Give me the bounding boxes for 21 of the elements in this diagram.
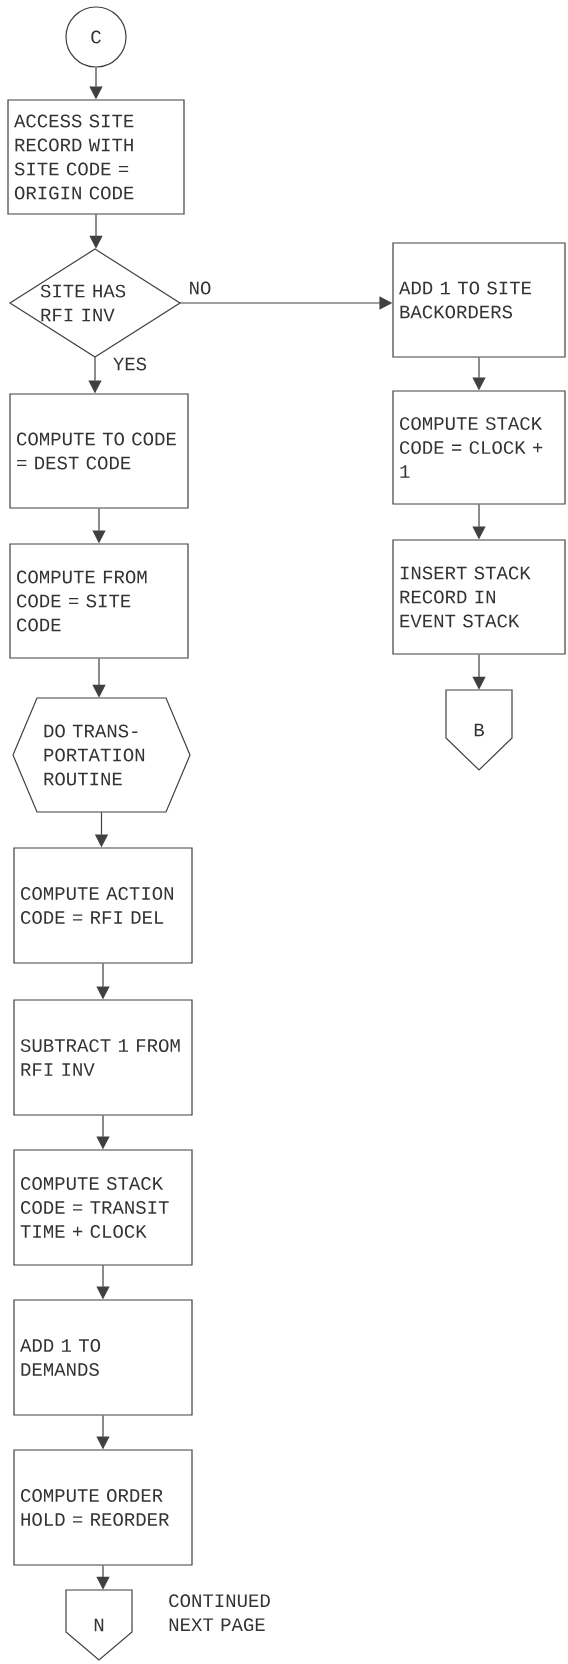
off-page-connector: B [445, 689, 513, 771]
process-box: COMPUTE STACK CODE = CLOCK + 1 [392, 390, 566, 505]
process-box: COMPUTE STACK CODE = TRANSIT TIME + CLOCK [13, 1149, 193, 1266]
process-box: COMPUTE ACTION CODE = RFI DEL [13, 847, 193, 964]
process-box: COMPUTE FROM CODE = SITE CODE [9, 543, 189, 659]
note-text: CONTINUED NEXT PAGE [169, 1594, 270, 1632]
process-box: ADD 1 TO SITE BACKORDERS [392, 242, 566, 358]
process-box: COMPUTE ORDER HOLD = REORDER [13, 1449, 193, 1566]
process-box: SUBTRACT 1 FROM RFI INV [13, 999, 193, 1116]
arrow [92, 658, 106, 698]
process-box: INSERT STACK RECORD IN EVENT STACK [392, 539, 566, 655]
process-box: COMPUTE TO CODE = DEST CODE [9, 393, 189, 509]
process-box: ACCESS SITE RECORD WITH SITE CODE = ORIGIN CODE [7, 99, 185, 215]
off-page-connector: N [65, 1589, 133, 1661]
arrow [96, 1565, 110, 1590]
edge-label: YES [111, 356, 149, 372]
edge-label: NO [187, 280, 213, 296]
arrow [89, 214, 103, 249]
arrow [472, 654, 486, 690]
process-box: ADD 1 TO DEMANDS [13, 1299, 193, 1416]
preparation-hexagon: DO TRANS- PORTATION ROUTINE [12, 697, 191, 813]
